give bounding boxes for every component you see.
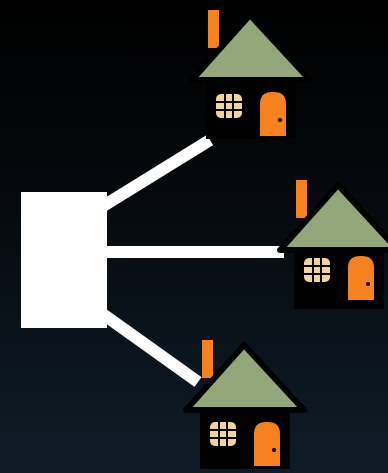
house-top [189, 10, 313, 139]
house-middle [277, 180, 388, 309]
link-hub-to-house-bottom [96, 307, 202, 387]
roof-icon [183, 342, 307, 413]
hub-square [21, 192, 107, 328]
door-icon [348, 256, 374, 300]
roof-icon [277, 182, 388, 253]
chimney-icon [208, 10, 219, 48]
window-icon [304, 258, 330, 282]
links [96, 134, 284, 387]
chimney-icon [202, 340, 213, 378]
window-icon [216, 94, 242, 118]
house-bottom [183, 340, 307, 469]
roof-icon [189, 12, 313, 83]
chimney-icon [296, 180, 307, 218]
door-icon [254, 422, 280, 466]
door-icon [260, 92, 286, 136]
link-hub-to-house-top [96, 134, 214, 214]
window-icon [210, 422, 236, 446]
